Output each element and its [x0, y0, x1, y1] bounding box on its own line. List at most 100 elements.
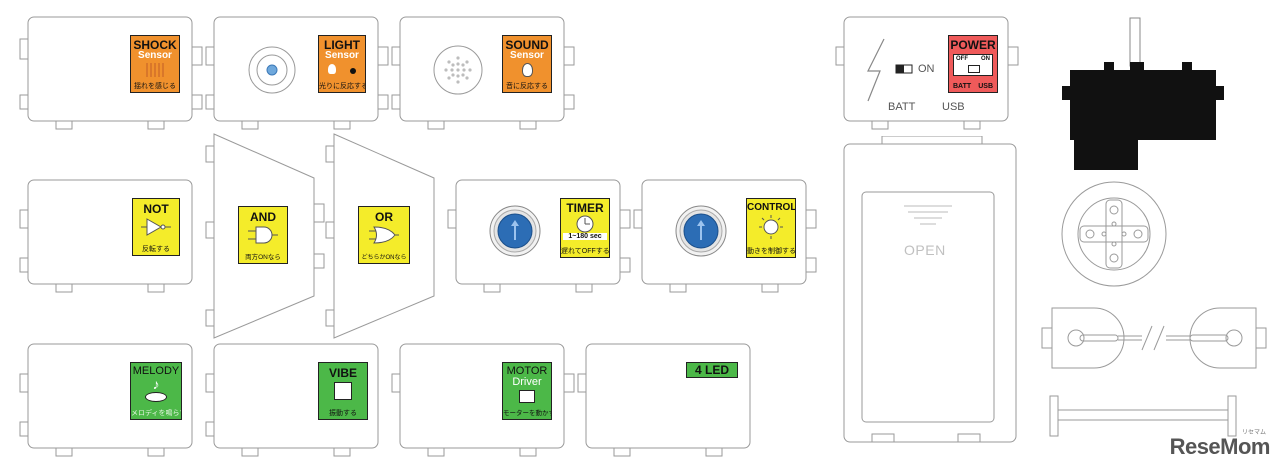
light-burst-icon	[759, 215, 783, 239]
bar-icon	[1049, 395, 1237, 437]
or-block: OR どちらかONなら	[324, 133, 458, 340]
shock-sub: Sensor	[138, 50, 172, 61]
and-gate-icon	[248, 226, 278, 244]
control-block: CONTROL 動きを制御する	[632, 179, 822, 294]
block-outline	[325, 133, 435, 339]
led-block: 4 LED	[576, 343, 766, 458]
vibe-title: VIBE	[328, 366, 357, 380]
block-outline	[205, 16, 389, 130]
timer-knob[interactable]	[488, 204, 542, 258]
power-off-text: OFF	[956, 56, 968, 62]
shock-label: SHOCK Sensor 揺れを感じる	[130, 35, 180, 93]
motor-title: MOTOR	[506, 365, 548, 377]
wheel-icon	[1061, 181, 1167, 287]
usb-label: USB	[942, 101, 965, 113]
open-label: OPEN	[904, 242, 946, 258]
led-label: 4 LED	[686, 362, 738, 378]
vibration-motor-icon	[334, 382, 352, 400]
timer-range: 1~180 sec	[563, 233, 607, 240]
not-gate-icon	[141, 218, 171, 236]
light-title: LIGHT	[324, 38, 360, 52]
vibe-label: VIBE 振動する	[318, 362, 368, 420]
melody-block: MELODY ♪ メロディを鳴らす	[18, 343, 208, 458]
battery-box: OPEN	[842, 135, 1022, 446]
lightning-icon	[867, 38, 885, 102]
open-arrow-icon	[904, 205, 952, 225]
melody-title: MELODY	[132, 365, 180, 377]
shock-sensor-block: SHOCK Sensor 揺れを感じる	[18, 16, 208, 131]
light-sensor-block: LIGHT Sensor 光りに反応する	[204, 16, 394, 131]
melody-caption: メロディを鳴らす	[131, 410, 182, 417]
not-title: NOT	[143, 202, 169, 216]
and-title: AND	[250, 210, 276, 224]
block-outline	[205, 133, 325, 339]
light-caption: 光りに反応する	[319, 83, 366, 90]
control-title: CONTROL	[747, 202, 796, 213]
and-label: AND 両方ONなら	[238, 206, 288, 264]
speaker-icon	[145, 392, 167, 402]
block-outline	[391, 16, 575, 130]
power-on-text: ON	[981, 56, 990, 62]
battery-box-outline	[843, 135, 1017, 443]
ear-icon	[521, 63, 533, 77]
block-outline	[19, 179, 193, 293]
timer-block: TIMER 1~180 sec 遅れてOFFする	[446, 179, 636, 294]
wheel-part	[1060, 180, 1168, 288]
block-outline	[19, 343, 193, 457]
sound-title: SOUND	[505, 38, 549, 52]
or-gate-icon	[369, 226, 399, 244]
light-sub: Sensor	[325, 50, 359, 61]
vibe-block: VIBE 振動する	[204, 343, 394, 458]
or-caption: どちらかONなら	[361, 255, 407, 261]
power-title: POWER	[950, 38, 996, 52]
block-outline	[391, 343, 575, 457]
sound-sensor-block: SOUND Sensor 音に反応する	[390, 16, 580, 131]
melody-label: MELODY ♪ メロディを鳴らす	[130, 362, 182, 420]
or-title: OR	[375, 210, 393, 224]
power-switch-diagram: OFF ON	[953, 54, 993, 76]
watermark-logo: ReseMom	[1169, 434, 1271, 459]
timer-title: TIMER	[566, 201, 604, 215]
switch-on-label: ON	[918, 63, 935, 75]
block-outline	[19, 16, 203, 130]
control-caption: 動きを制御する	[747, 248, 796, 255]
note-icon: ♪	[152, 376, 160, 392]
not-caption: 反転する	[142, 246, 170, 253]
timer-caption: 遅れてOFFする	[561, 248, 610, 255]
block-outline	[447, 179, 631, 293]
shock-title: SHOCK	[133, 38, 177, 52]
control-knob[interactable]	[674, 204, 728, 258]
dot-icon	[350, 68, 357, 74]
motor-icon	[519, 390, 535, 403]
watermark-small-text: リセマム	[1241, 430, 1266, 436]
lightbulb-icon	[327, 64, 336, 74]
motor-caption: モーターを動かす	[503, 409, 552, 417]
sound-label: SOUND Sensor 音に反応する	[502, 35, 552, 93]
light-label: LIGHT Sensor 光りに反応する	[318, 35, 366, 93]
block-outline	[835, 16, 1019, 130]
block-outline	[205, 343, 379, 457]
power-block: ON BATT USB POWER OFF ON BATT USB	[834, 16, 1024, 131]
or-label: OR どちらかONなら	[358, 206, 410, 264]
motor-label: MOTOR Driver モーターを動かす	[502, 362, 552, 420]
and-block: AND 両方ONなら	[204, 133, 334, 340]
and-caption: 両方ONなら	[245, 253, 281, 261]
not-block: NOT 反転する	[18, 179, 208, 294]
vibe-caption: 振動する	[329, 410, 357, 417]
block-outline	[633, 179, 817, 293]
power-usb-text: USB	[978, 83, 993, 90]
block-outline	[577, 343, 751, 457]
power-switch-knob	[968, 65, 980, 73]
clock-icon	[576, 215, 594, 233]
bar-part	[1046, 394, 1242, 438]
power-label: POWER OFF ON BATT USB	[948, 35, 998, 93]
motor-driver-block: MOTOR Driver モーターを動かす	[390, 343, 580, 458]
pulley-axle-part	[1040, 298, 1272, 388]
power-batt-text: BATT	[953, 83, 972, 90]
batt-label: BATT	[888, 101, 916, 113]
pulley-axle-icon	[1041, 307, 1267, 369]
timer-label: TIMER 1~180 sec 遅れてOFFする	[560, 198, 610, 258]
vibration-icon	[146, 63, 164, 77]
motor-icon	[1062, 17, 1224, 170]
sound-sub: Sensor	[510, 50, 544, 61]
